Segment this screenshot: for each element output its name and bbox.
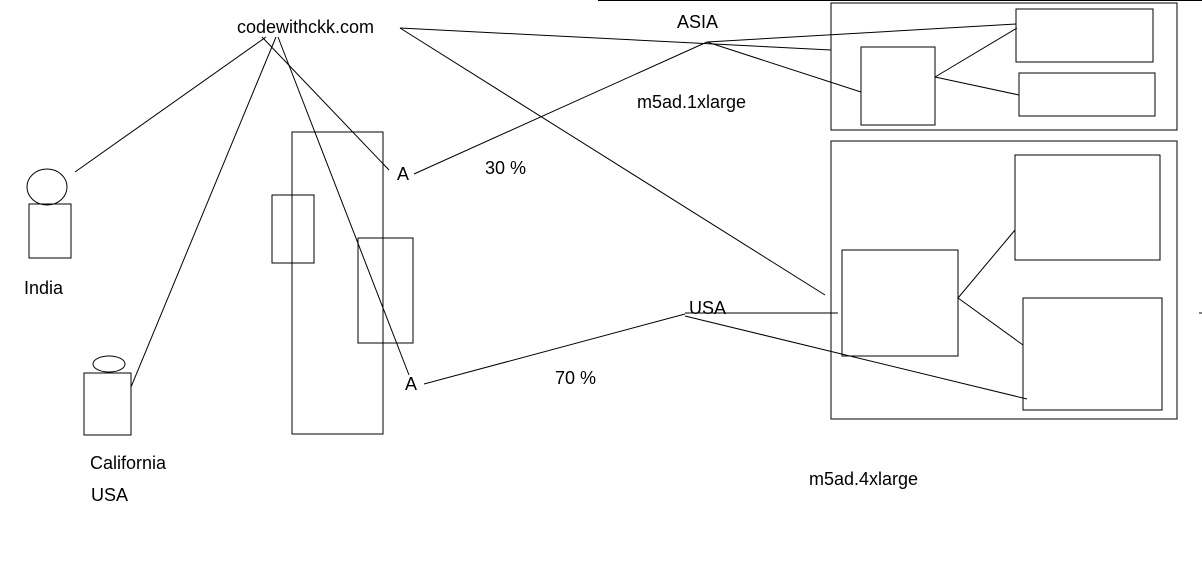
usa-to-server-2-line: [684, 315, 1028, 400]
usa-lb-to-server-1-line: [957, 229, 1016, 299]
asia-region-label: ASIA: [677, 12, 718, 32]
usa-server-box-1: [1014, 154, 1161, 261]
usa-weight-label: 70 %: [555, 368, 596, 388]
usa-region-label: USA: [689, 298, 726, 318]
asia-server-box-2: [1018, 72, 1156, 117]
a-record-bottom-label: A: [405, 374, 417, 394]
asia-instance-type-label: m5ad.1xlarge: [637, 92, 746, 112]
india-user-body: [28, 203, 72, 259]
router-box: [291, 131, 384, 435]
usa-region-box: [830, 140, 1178, 420]
asia-lb-to-server-1-line: [934, 27, 1018, 78]
usa-load-balancer-box: [841, 249, 959, 357]
record-top-to-asia-line: [413, 41, 708, 175]
india-user-head: [26, 168, 68, 206]
record-bottom-to-usa-line: [423, 313, 686, 385]
asia-weight-label: 30 %: [485, 158, 526, 178]
usa-server-box-2: [1022, 297, 1163, 411]
california-user-country-label: USA: [91, 485, 128, 505]
california-to-site-line: [130, 36, 277, 388]
asia-region-box: [830, 2, 1178, 131]
asia-to-server-1-line: [706, 23, 1017, 43]
a-record-top-label: A: [397, 164, 409, 184]
site-to-usa-load-balancer-line: [399, 27, 826, 296]
router-inner-box-right: [357, 237, 414, 344]
california-user-head: [92, 355, 126, 373]
california-user-label: California: [90, 453, 167, 473]
site-to-asia-region-line: [399, 27, 832, 51]
site-domain-label: codewithckk.com: [237, 17, 374, 37]
site-to-record-top-line: [261, 36, 390, 171]
asia-to-load-balancer-line: [706, 41, 862, 93]
california-user-body: [83, 372, 132, 436]
india-user-label: India: [24, 278, 64, 298]
site-to-record-bottom-line: [277, 36, 410, 376]
usa-instance-type-label: m5ad.4xlarge: [809, 469, 918, 489]
asia-load-balancer-box: [860, 46, 936, 126]
asia-server-box-1: [1015, 8, 1154, 63]
router-inner-box-left: [271, 194, 315, 264]
india-to-site-line: [74, 36, 267, 173]
asia-lb-to-server-2-line: [934, 76, 1020, 96]
usa-lb-to-server-2-line: [957, 297, 1024, 346]
